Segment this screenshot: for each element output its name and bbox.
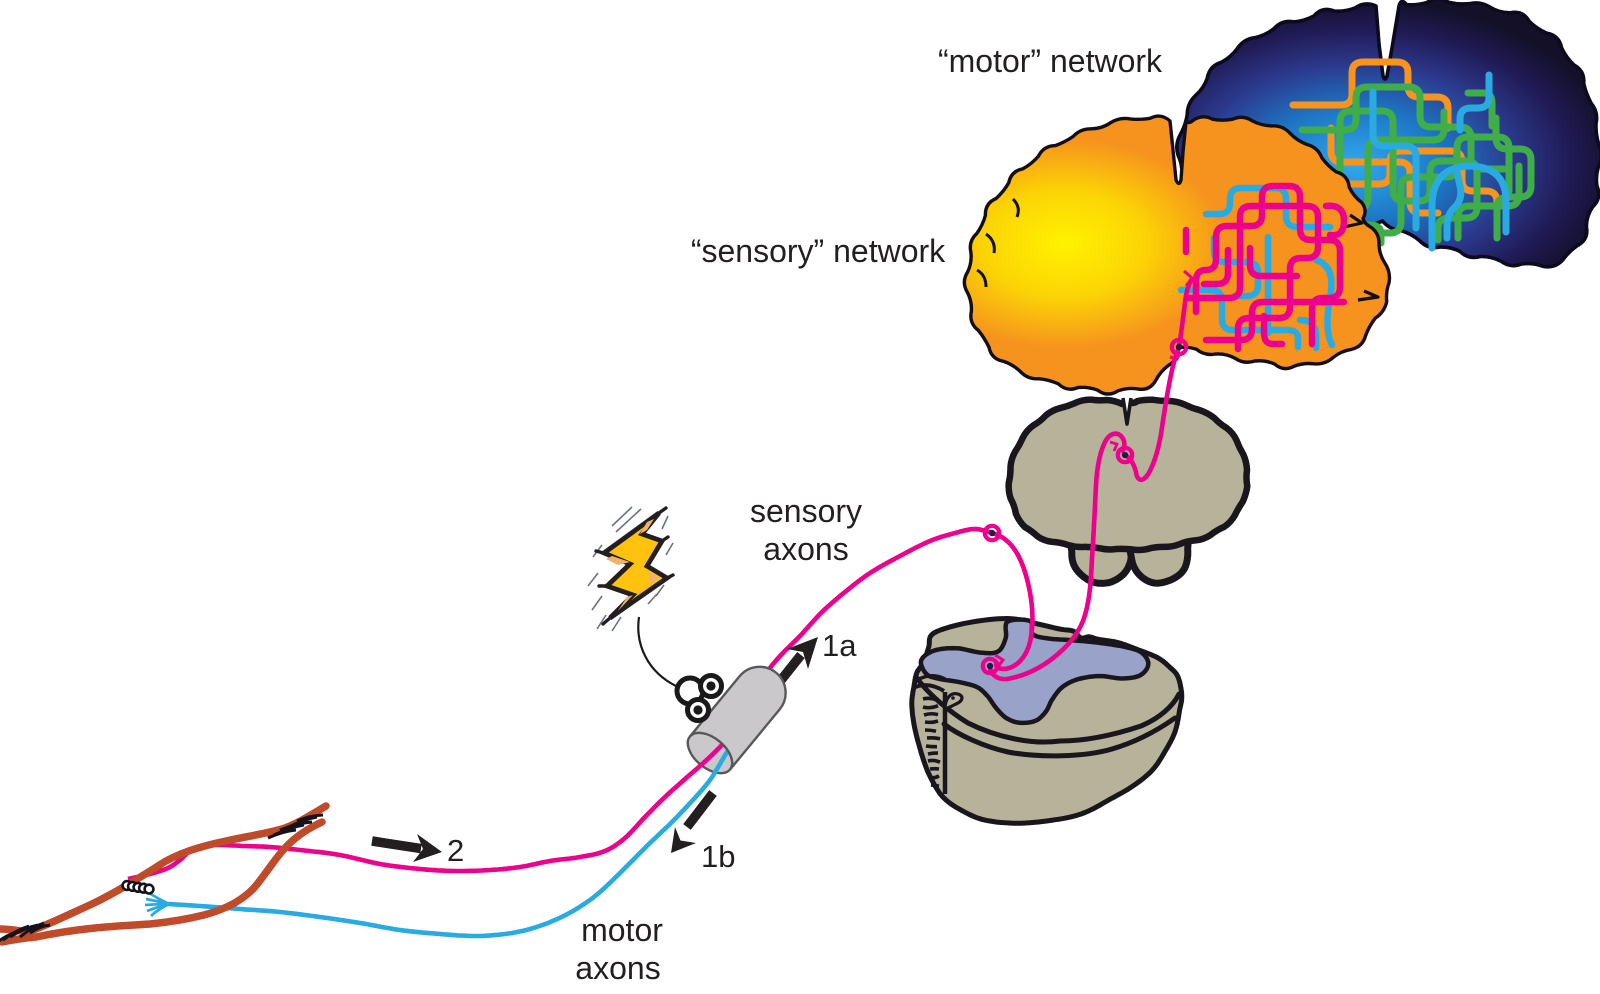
- svg-text:1a: 1a: [822, 628, 857, 663]
- svg-text:sensory: sensory: [750, 493, 862, 529]
- svg-text:axons: axons: [575, 950, 660, 986]
- svg-text:1b: 1b: [701, 839, 735, 874]
- svg-text:“sensory” network: “sensory” network: [691, 233, 946, 269]
- svg-text:2: 2: [447, 833, 464, 868]
- svg-text:motor: motor: [581, 912, 663, 948]
- svg-text:axons: axons: [763, 531, 848, 567]
- svg-text:“motor” network: “motor” network: [938, 43, 1163, 79]
